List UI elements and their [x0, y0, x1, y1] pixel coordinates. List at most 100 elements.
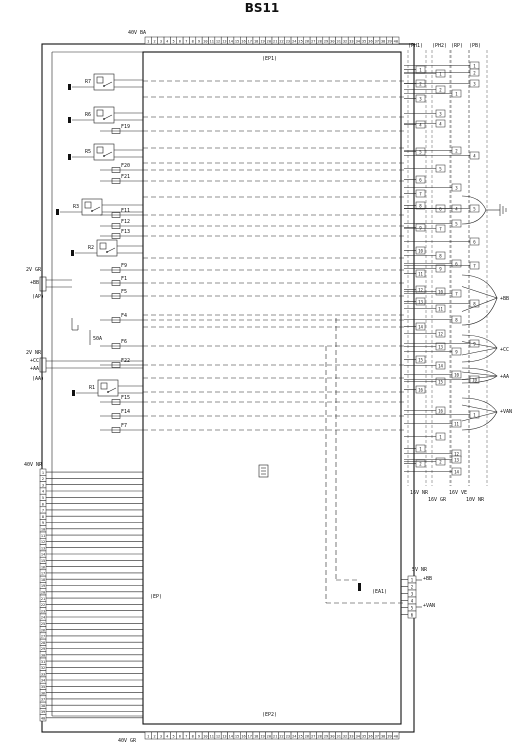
bottom-pin-label: 32	[343, 735, 347, 739]
rp-label: (RP)	[451, 43, 463, 49]
rp-pin-label: 11	[454, 421, 459, 426]
left-pin-label: 37	[41, 698, 45, 702]
ph2-pin-label: 2	[439, 459, 442, 464]
left-pin-label: 24	[41, 616, 45, 620]
ea1-pin-label: 6	[411, 612, 414, 617]
left-pin-label: 19	[41, 584, 45, 588]
fuse-f22: F22	[100, 358, 404, 368]
bottom-pin-label: 28	[317, 735, 321, 739]
aa-label: (AA)	[32, 376, 44, 382]
top-pin-label: 31	[337, 40, 341, 44]
top-pin-label: 26	[305, 40, 309, 44]
left-pin-label: 23	[41, 609, 45, 613]
ph2-pin-label: 14	[438, 363, 443, 368]
bottom-pin-label: 37	[375, 735, 379, 739]
rp-pin-label: 5	[455, 221, 458, 226]
ph2-pin-label: 10	[438, 289, 443, 294]
bottom-pin-label: 2	[153, 735, 155, 739]
top-pin-label: 40	[394, 40, 398, 44]
bottom-pin-label: 12	[216, 735, 220, 739]
left-pin-label: 28	[41, 641, 45, 645]
fuse-icon	[111, 343, 121, 349]
right-connectors: 1234567891011121314151612123456789101112…	[404, 50, 488, 486]
left-pin-label: 18	[41, 578, 45, 582]
harness-bb	[461, 286, 498, 312]
ph2-pin-label: 4	[439, 121, 442, 126]
ph1-pin-label: 15	[418, 357, 423, 362]
left-pin-label: 29	[41, 647, 45, 651]
ph1-pin-label: 11	[418, 271, 423, 276]
top-pin-label: 27	[311, 40, 315, 44]
ea1-color: 5V NR	[412, 567, 428, 573]
bottom-pin-label: 8	[192, 735, 194, 739]
fuse-f4: F4	[100, 313, 404, 323]
harness-aa	[461, 371, 498, 380]
left-pin-label: 20	[41, 591, 45, 595]
pb-pin-label: 2	[473, 70, 476, 75]
central-board	[142, 51, 402, 725]
bottom-connector-label: 40V GR	[118, 738, 137, 744]
left-pin-label: 4	[42, 490, 44, 494]
left-pin-label: 8	[42, 515, 44, 519]
left-pin-label: 39	[41, 710, 45, 714]
ph2-pin-label: 9	[439, 266, 442, 271]
left-pin-label: 31	[41, 660, 45, 664]
rp-pin-label: 6	[455, 261, 458, 266]
fuse-label: F20	[121, 163, 130, 169]
ph2-pin-label: 15	[438, 379, 443, 384]
left-pin-label: 12	[41, 540, 45, 544]
relay-switch-icon	[107, 387, 117, 393]
fuse-label: F11	[121, 208, 130, 214]
fuse-label: F13	[121, 229, 130, 235]
bottom-pin-label: 33	[349, 735, 353, 739]
bottom-pin-label: 34	[356, 735, 360, 739]
rp-pin-label: 1	[455, 91, 458, 96]
relay-r7: R7	[68, 73, 143, 91]
bottom-pin	[392, 731, 400, 740]
left-pin-label: 26	[41, 628, 45, 632]
pb-pin-label: 10	[472, 377, 477, 382]
ph1-pin-label: 9	[419, 225, 422, 230]
left-pin-label: 10	[41, 528, 45, 532]
relay-coil-icon	[96, 109, 104, 117]
ground-stub-icon	[68, 117, 71, 123]
top-pin-label: 35	[362, 40, 366, 44]
left-pin-label: 16	[41, 565, 45, 569]
ph1-pin-label: 7	[419, 191, 422, 196]
ph2-color: 16V GR	[428, 497, 447, 503]
fuse-f19: F19	[100, 124, 404, 134]
ea1-out-van: +VAN	[423, 603, 435, 609]
left-connector-label: 40V NR	[24, 462, 43, 468]
ep-label: (EP)	[150, 594, 162, 600]
aa-plus2: +AA	[30, 366, 39, 372]
top-pin-label: 10	[203, 40, 207, 44]
fuse-label: F5	[121, 289, 127, 295]
relay-label: R1	[89, 385, 95, 391]
bottom-pin-label: 11	[210, 735, 214, 739]
top-pin-label: 4	[166, 40, 168, 44]
left-pin-label: 6	[42, 502, 44, 506]
rp-pin-label: 7	[455, 291, 458, 296]
pb-label: (PB)	[469, 43, 481, 49]
bottom-pin-label: 29	[324, 735, 328, 739]
output-cc: +CC	[500, 347, 509, 353]
pb-pin-label: 5	[473, 206, 476, 211]
ph2-pin-label: 11	[438, 306, 443, 311]
ph2-pin-label: 16	[438, 408, 443, 413]
fuse-label: F4	[121, 313, 127, 319]
fuse-f5: F5	[100, 289, 404, 299]
pb-pin-label: 3	[473, 81, 476, 86]
left-pin-label: 38	[41, 704, 45, 708]
rp-pin-label: 2	[455, 148, 458, 153]
fuse-label: F12	[121, 219, 130, 225]
top-pin-label: 25	[298, 40, 302, 44]
fuse-icon	[111, 212, 121, 218]
fuse-f11: F11	[100, 208, 404, 218]
fuse-icon	[111, 413, 121, 419]
ground-icon	[486, 204, 507, 216]
ph1-pin-label: 2	[419, 81, 422, 86]
top-pin-label: 15	[235, 40, 239, 44]
relay-coil-icon	[96, 76, 104, 84]
